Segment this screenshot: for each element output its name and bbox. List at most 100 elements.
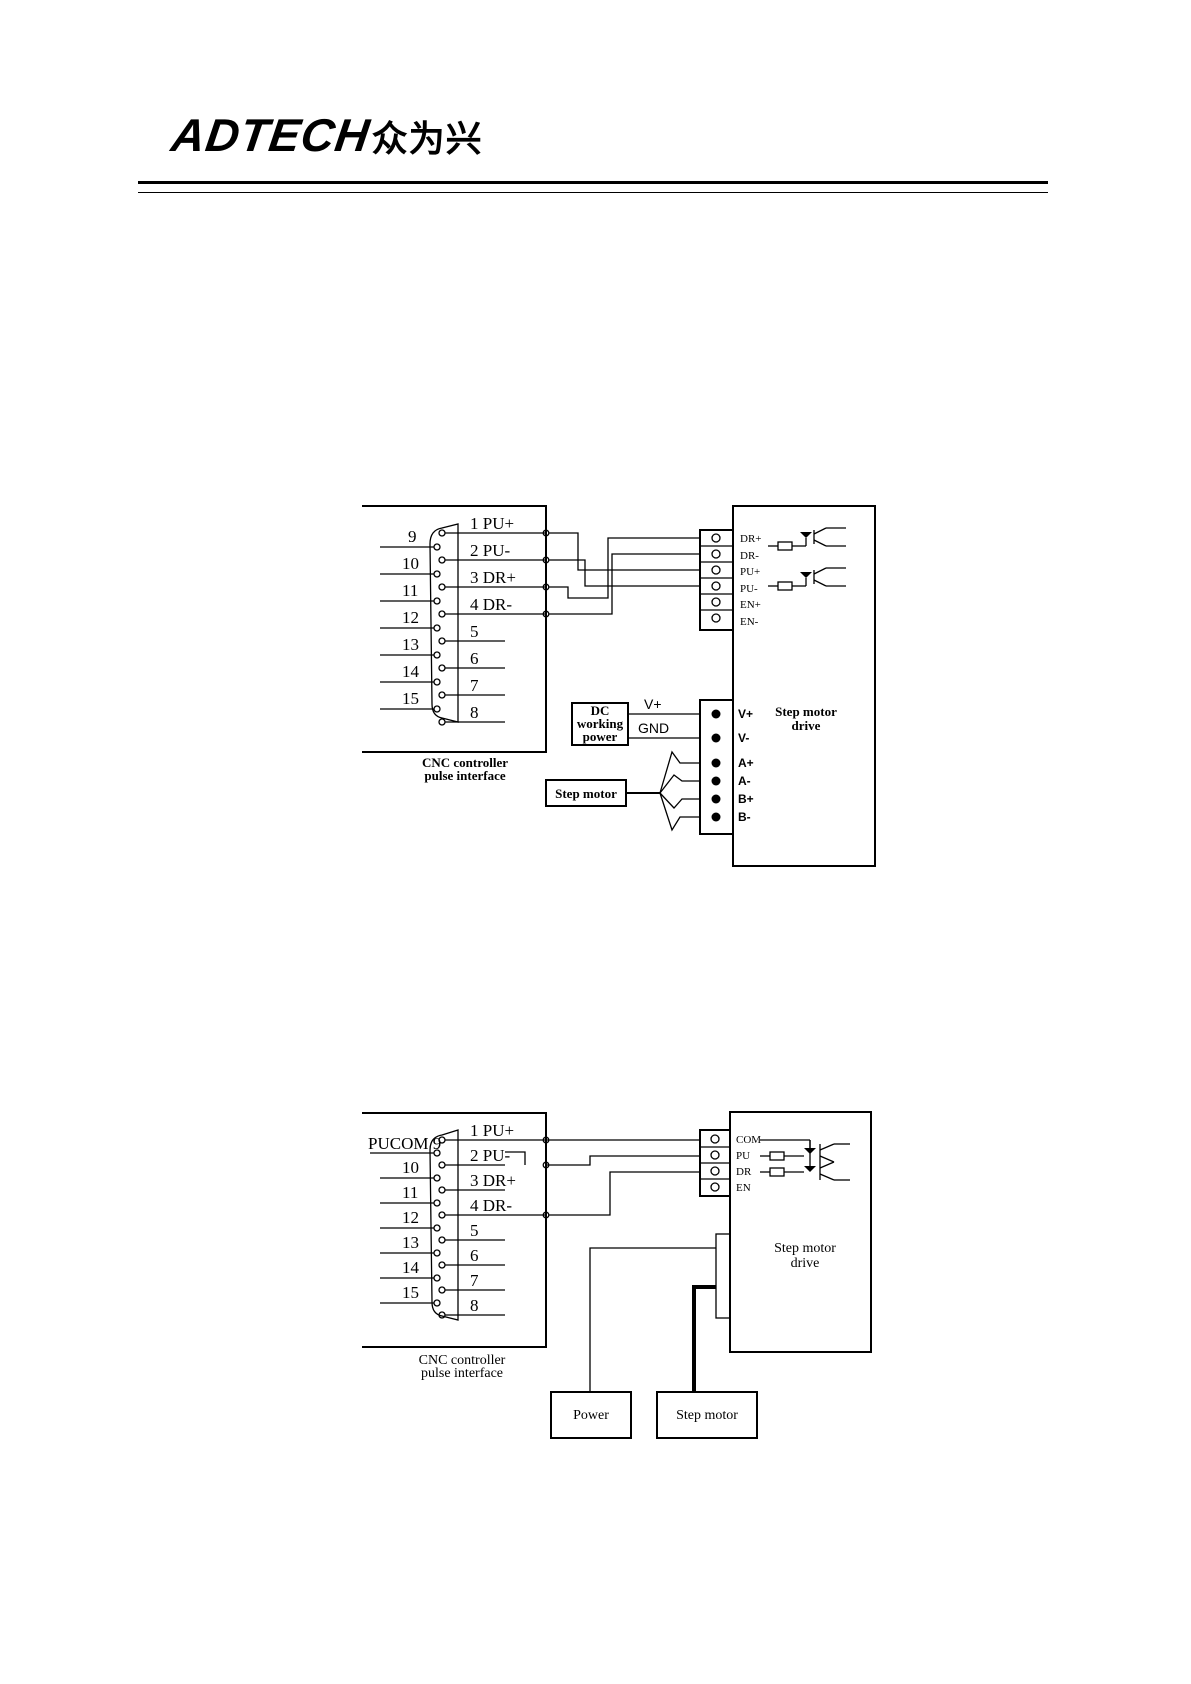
svg-text:4 DR-: 4 DR- <box>470 1196 512 1215</box>
svg-text:7: 7 <box>470 1271 479 1290</box>
svg-text:B-: B- <box>738 810 751 824</box>
drive-label-line1-2: Step motor <box>774 1241 836 1256</box>
db-pin-10: 10 <box>380 554 441 578</box>
svg-text:V-: V- <box>738 731 749 745</box>
svg-text:EN+: EN+ <box>740 599 761 611</box>
drive-label-line2-2: drive <box>791 1256 820 1271</box>
db-pin-12: 12 <box>380 608 441 632</box>
svg-text:2 PU-: 2 PU- <box>470 1146 510 1165</box>
svg-text:5: 5 <box>470 1221 479 1240</box>
svg-text:3 DR+: 3 DR+ <box>470 1171 516 1190</box>
signal-terminal-block <box>699 529 734 631</box>
db-pin-3: 3 DR+ <box>438 568 546 591</box>
svg-text:EN: EN <box>736 1182 751 1194</box>
terminal-a-plus: A+ <box>711 756 754 770</box>
svg-text:V+: V+ <box>738 707 753 721</box>
optocouplers-2 <box>760 1139 850 1181</box>
db-pin-13: 13 <box>380 1233 441 1257</box>
svg-text:12: 12 <box>402 1208 419 1227</box>
cnc-controller-box-2 <box>362 1112 547 1348</box>
terminal-com: COM <box>700 1134 761 1148</box>
db-pin-2: 2 PU- <box>438 1146 510 1169</box>
terminal-en-minus: EN- <box>711 613 759 628</box>
svg-text:11: 11 <box>402 581 418 600</box>
controller-caption-line1: CNC controller <box>422 755 508 770</box>
drive-label-line2: drive <box>792 718 821 733</box>
dc-power-label-line1: DC <box>591 703 610 718</box>
svg-text:7: 7 <box>470 676 479 695</box>
svg-text:DR-: DR- <box>740 550 759 562</box>
controller-caption-line1-2: CNC controller <box>419 1353 506 1368</box>
step-motor-label: Step motor <box>555 786 617 801</box>
step-motor-drive-box <box>732 505 876 867</box>
svg-text:1 PU+: 1 PU+ <box>470 514 514 533</box>
svg-text:8: 8 <box>470 1296 479 1315</box>
terminal-v-plus: V+ <box>711 707 753 721</box>
svg-text:13: 13 <box>402 1233 419 1252</box>
drive-label-line1: Step motor <box>775 704 837 719</box>
db-pin-9: PUCOM 9 <box>368 1134 441 1157</box>
svg-text:4 DR-: 4 DR- <box>470 595 512 614</box>
terminal-en: EN <box>710 1182 751 1194</box>
svg-text:2 PU-: 2 PU- <box>470 541 510 560</box>
step-motor-drive-box-2 <box>729 1111 872 1353</box>
power-label: Power <box>573 1408 609 1423</box>
db-pin-9: 9 <box>380 527 441 551</box>
db-pins-right-2: 1 PU+ 2 PU- 3 DR+ 4 DR- 5 6 7 8 <box>438 1121 546 1319</box>
dc-working-power-box <box>571 702 629 746</box>
terminal-dr-minus: DR- <box>700 549 759 563</box>
wire-label-v-plus: V+ <box>644 696 662 712</box>
terminal-v-minus: V- <box>711 731 749 745</box>
signal-terminals: DR+ DR- PU+ PU- EN+ EN- <box>700 533 761 628</box>
svg-text:DR+: DR+ <box>740 533 761 545</box>
db-pin-10: 10 <box>380 1158 441 1182</box>
terminal-a-minus: A- <box>711 774 751 788</box>
logo-text-en: ADTECH <box>168 109 374 161</box>
db-pin-4: 4 DR- <box>438 1196 546 1219</box>
dc-power-label-line2: working <box>577 716 624 731</box>
svg-text:B+: B+ <box>738 792 754 806</box>
header-rule-thin <box>138 192 1048 193</box>
svg-text:14: 14 <box>402 1258 420 1277</box>
power-terminals: V+ V- A+ A- B+ B- <box>711 707 754 824</box>
signal-terminals-2: COM PU DR EN <box>700 1134 761 1194</box>
cnc-controller-box <box>362 505 547 753</box>
optocoupler-pu <box>768 567 846 591</box>
svg-text:9: 9 <box>408 527 417 546</box>
wire-power <box>589 1247 716 1392</box>
db15-connector-2 <box>429 1129 459 1321</box>
db-pin-8: 8 <box>438 703 505 726</box>
terminal-pu: PU <box>700 1150 750 1164</box>
db-pin-14: 14 <box>380 1258 441 1282</box>
db-pin-2: 2 PU- <box>438 541 546 564</box>
svg-text:PU: PU <box>736 1150 750 1162</box>
svg-text:12: 12 <box>402 608 419 627</box>
db-pin-11: 11 <box>380 581 441 605</box>
wiring-diagram-common-anode: 1 PU+ 2 PU- 3 DR+ 4 DR- 5 6 7 8 PUCOM 9 … <box>362 1111 872 1439</box>
svg-text:A-: A- <box>738 774 751 788</box>
db-pin-15: 15 <box>380 1283 441 1307</box>
wiring-diagram-differential: 1 PU+ 2 PU- 3 DR+ 4 DR- 5 6 7 8 9 10 11 … <box>362 505 876 867</box>
svg-text:6: 6 <box>470 649 479 668</box>
db-pins-right: 1 PU+ 2 PU- 3 DR+ 4 DR- 5 6 7 8 <box>438 514 546 726</box>
terminal-en-plus: EN+ <box>700 597 761 611</box>
adtech-logo: ADTECH众为兴 <box>168 109 483 161</box>
signal-wires-2 <box>505 1136 700 1219</box>
motor-wires <box>626 750 700 832</box>
svg-text:13: 13 <box>402 635 419 654</box>
dc-power-label-line3: power <box>583 729 618 744</box>
svg-text:15: 15 <box>402 689 419 708</box>
db-pin-12: 12 <box>380 1208 441 1232</box>
logo-text-cn: 众为兴 <box>371 119 483 160</box>
optocoupler-dr <box>768 527 846 551</box>
terminal-dr: DR <box>700 1166 752 1180</box>
svg-text:5: 5 <box>470 622 479 641</box>
header-rule-thick <box>138 181 1048 184</box>
db-pin-13: 13 <box>380 635 441 659</box>
db-pin-7: 7 <box>438 676 505 699</box>
db-pin-11: 11 <box>380 1183 441 1207</box>
terminal-dr-plus: DR+ <box>700 533 761 547</box>
svg-text:10: 10 <box>402 1158 419 1177</box>
svg-text:A+: A+ <box>738 756 754 770</box>
svg-text:8: 8 <box>470 703 479 722</box>
